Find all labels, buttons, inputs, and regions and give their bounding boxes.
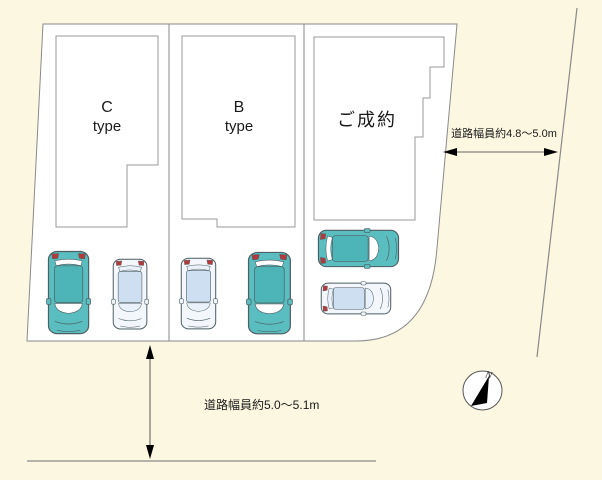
road-width-right-label: 道路幅員約4.8～5.0m [451,126,557,140]
dimension-road-bottom: 道路幅員約5.0～5.1m [146,345,319,459]
car-lot-c-teal [45,250,92,335]
arrowhead-up-icon [146,345,154,359]
compass-north-label: N [483,369,494,382]
compass-needle-icon [471,376,489,406]
car-lot-b-light [179,257,218,330]
house-c-footprint [55,35,159,228]
lot-sold-label: ご成約 [337,110,397,130]
car-lot-c-light [111,258,149,330]
compass: N [462,369,503,411]
lot-b-sublabel: type [225,118,253,135]
car-lot-sold-teal [317,227,400,270]
car-lot-sold-light [320,281,392,316]
lot-b-label: B [234,99,245,116]
arrowhead-left-icon [443,148,457,156]
dimension-road-right: 道路幅員約4.8～5.0m [443,126,558,156]
lot-c-label: C [101,99,113,116]
car-lot-b-teal [245,251,294,335]
lot-c-sublabel: type [93,118,121,135]
house-sold-footprint [313,36,445,221]
house-b-footprint [181,35,296,228]
road-width-bottom-label: 道路幅員約5.0～5.1m [204,397,319,412]
arrowhead-right-icon [544,148,558,156]
arrowhead-down-icon [146,445,154,459]
road-edge-right [536,7,578,358]
